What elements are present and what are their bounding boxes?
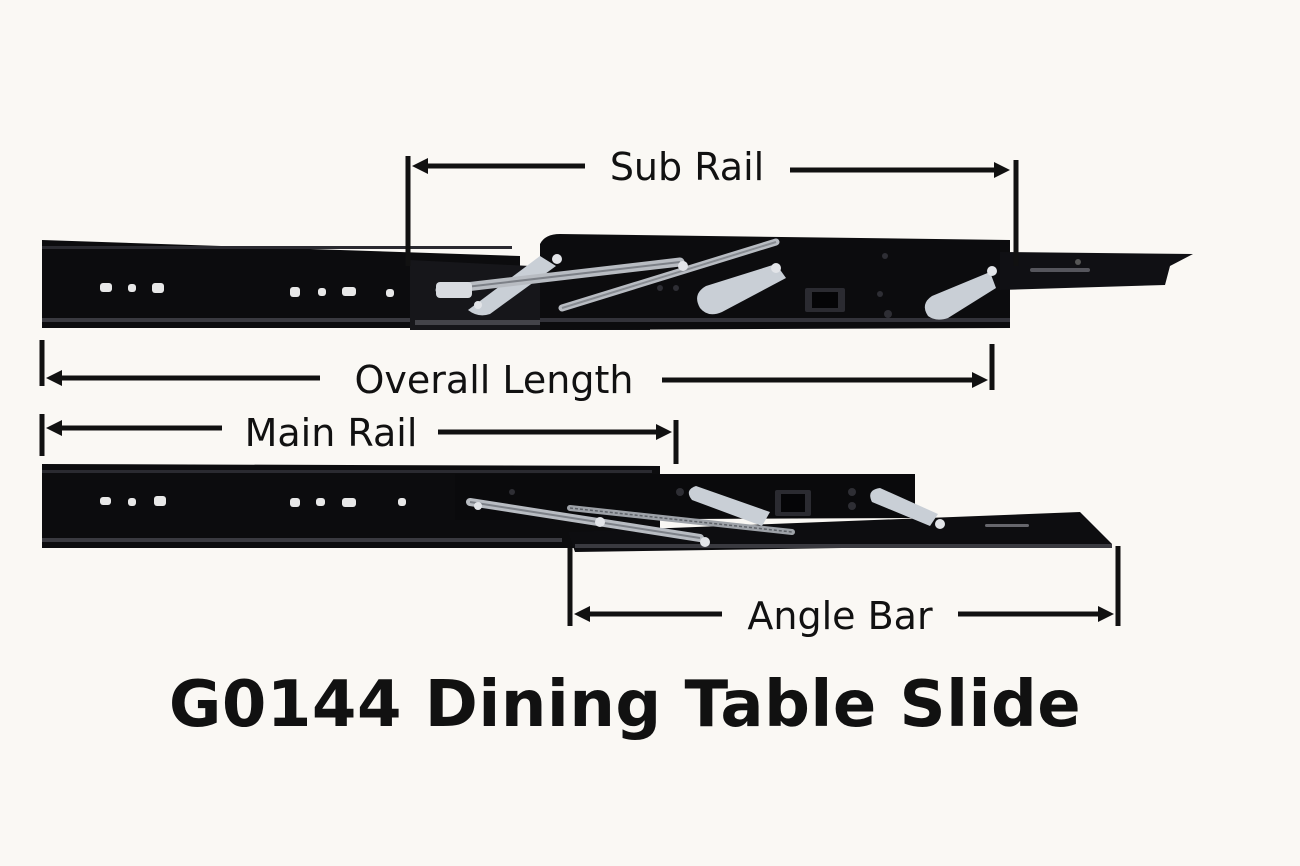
rivets-bottom [474, 502, 945, 547]
page-title: G0144 Dining Table Slide [168, 668, 1082, 742]
sub-rail-dimension [405, 156, 1019, 266]
spring-rods-bottom [466, 498, 795, 542]
mounting-holes-bottom [100, 496, 406, 507]
main-rail-dimension [39, 414, 679, 464]
slide-assembly-extended [42, 234, 1193, 330]
link-plates-bottom [688, 486, 938, 526]
main-rail-top [42, 240, 520, 328]
sub-rail-label: Sub Rail [610, 145, 764, 189]
rivets-top [474, 254, 997, 309]
angle-bar-label: Angle Bar [747, 594, 933, 638]
slide-assembly-closed [42, 464, 1112, 552]
spring-rods-top [435, 238, 780, 312]
angle-bar-dimension [567, 546, 1121, 626]
overall-length-label: Overall Length [355, 358, 634, 402]
overall-length-dimension [39, 340, 995, 390]
main-rail-label: Main Rail [245, 411, 418, 455]
mounting-holes-top [100, 283, 394, 297]
dimension-lines [39, 156, 1121, 626]
